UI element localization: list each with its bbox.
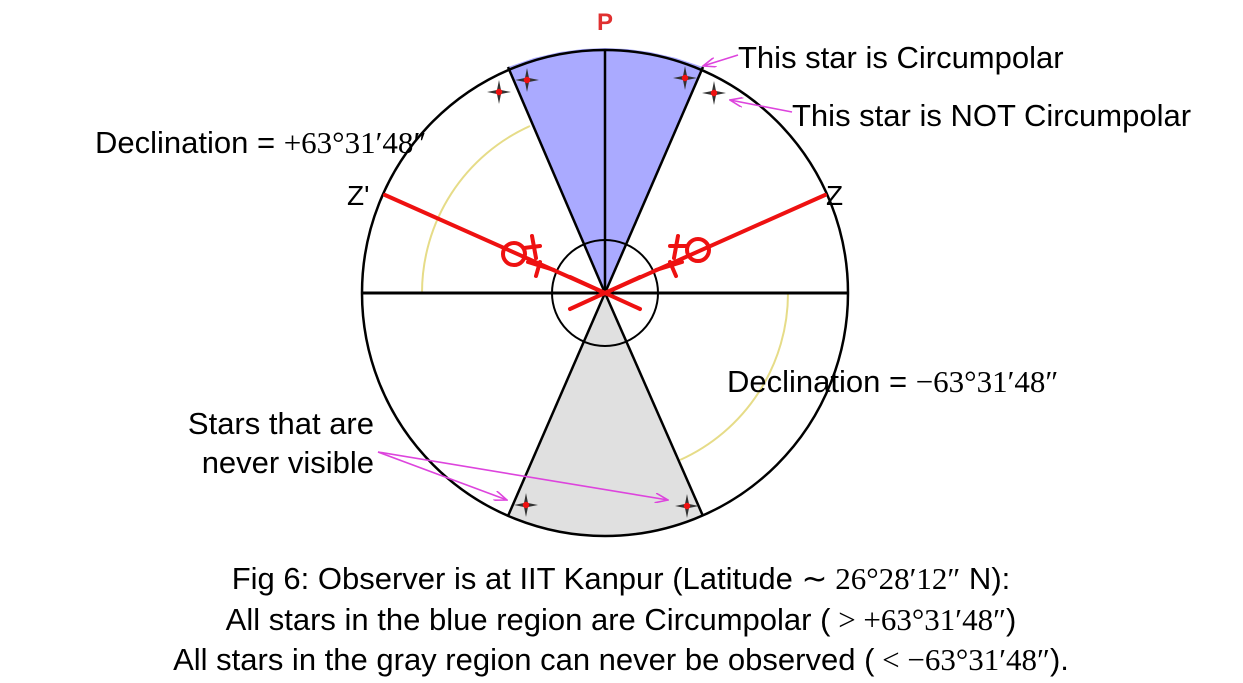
declination-lower-value: −63°31′48″: [916, 364, 1059, 399]
declination-upper-label: Declination = +63°31′48″: [95, 125, 426, 160]
observer-circle: [551, 239, 659, 347]
never-visible-label-line1: Stars that are: [188, 406, 374, 441]
caption-line-1-text: Fig 6: Observer is at IIT Kanpur (Latitu…: [232, 561, 802, 596]
cone-edge-lower-right: [603, 292, 705, 517]
caption-line-2: All stars in the blue region are Circump…: [226, 602, 1017, 637]
caption-line-3-end: ).: [1050, 642, 1069, 677]
cone-edge-lower-left: [506, 292, 607, 517]
pointer-arrows: [377, 54, 793, 500]
never-visible-label-line2: never visible: [202, 445, 374, 480]
zenith-prime-label: Z': [347, 180, 369, 211]
caption-line-2-math: > +63°31′48″: [830, 602, 1006, 637]
star-circumpolar-upper-right: [673, 66, 697, 90]
caption-line-3: All stars in the gray region can never b…: [173, 642, 1069, 677]
star-never-visible-left: [514, 493, 538, 517]
caption-line-2-end: ): [1006, 602, 1016, 637]
star-not-circumpolar: [702, 81, 726, 105]
cone-edge-upper-right: [603, 66, 705, 294]
caption-line-1-math: ∼ 26°28′12″: [801, 561, 960, 596]
circumpolar-star-note: This star is Circumpolar: [738, 40, 1064, 75]
declination-arc-upper: [421, 125, 531, 294]
zenith-label: Z: [826, 180, 843, 211]
declination-lower-label: Declination = −63°31′48″: [727, 364, 1058, 399]
caption-line-3-text: All stars in the gray region can never b…: [173, 642, 875, 677]
caption-line-1-end: N):: [960, 561, 1010, 596]
caption-line-1: Fig 6: Observer is at IIT Kanpur (Latitu…: [232, 561, 1011, 596]
caption-line-2-text: All stars in the blue region are Circump…: [226, 602, 831, 637]
star-circumpolar-upper-left: [515, 68, 539, 92]
not-circumpolar-star-note: This star is NOT Circumpolar: [792, 98, 1191, 133]
never-visible-region: [508, 293, 703, 535]
star-upper-left-outside: [487, 80, 511, 104]
star-never-visible-right: [675, 494, 699, 518]
observer-zenith-lines: [383, 193, 827, 311]
caption-line-3-math: < −63°31′48″: [874, 642, 1050, 677]
cone-edge-upper-left: [506, 66, 607, 294]
observer-figure-right: [654, 234, 711, 278]
declination-upper-text: Declination =: [95, 125, 284, 160]
pole-label: P: [597, 9, 613, 36]
declination-lower-text: Declination =: [727, 364, 916, 399]
declination-arc-lower: [679, 292, 789, 461]
observer-figure-left: [501, 234, 556, 278]
declination-upper-value: +63°31′48″: [284, 125, 427, 160]
